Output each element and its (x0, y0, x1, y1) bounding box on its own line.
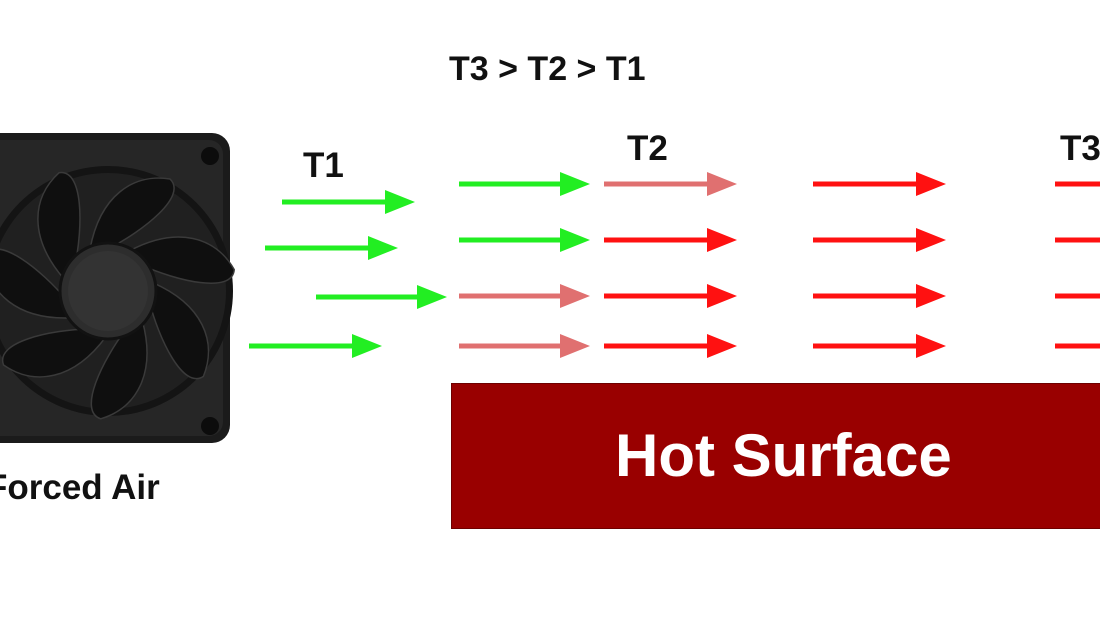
t3-arrows-arrow-icon (1055, 181, 1100, 187)
downstream-arrows-arrow-icon (813, 334, 946, 358)
t2-arrows-arrow-icon (604, 228, 737, 252)
t2-arrows-arrow-icon (604, 334, 737, 358)
mid-arrows-arrow-icon (459, 172, 590, 196)
mid-arrows-arrow-icon (459, 334, 590, 358)
t1-arrows-arrow-icon (265, 236, 398, 260)
t1-arrows-arrow-icon (316, 285, 447, 309)
temperature-relation-label: T3 > T2 > T1 (449, 50, 646, 88)
t2-arrows-arrow-icon (604, 172, 737, 196)
t1-label: T1 (303, 146, 344, 185)
fan-blade (1, 328, 108, 378)
downstream-arrows-arrow-icon (813, 228, 946, 252)
fan-blade (148, 281, 210, 380)
t1-arrows-arrow-icon (249, 334, 382, 358)
fan-icon (0, 133, 235, 443)
mid-arrows-arrow-icon (459, 228, 590, 252)
t3-arrows-arrow-icon (1055, 343, 1100, 349)
mid-arrows-arrow-icon (459, 284, 590, 308)
t2-arrows-arrow-icon (604, 284, 737, 308)
fan-blade (37, 171, 81, 281)
downstream-arrows-arrow-icon (813, 284, 946, 308)
fan-blade (90, 319, 148, 420)
downstream-arrows-arrow-icon (813, 172, 946, 196)
t2-label: T2 (627, 129, 668, 168)
forced-air-label: Forced Air (0, 468, 160, 507)
t1-arrows-arrow-icon (282, 190, 415, 214)
t3-label: T3 (1060, 129, 1100, 168)
t3-arrows-arrow-icon (1055, 237, 1100, 243)
hot-surface-label: Hot Surface (615, 422, 952, 489)
fan-blade (0, 248, 72, 319)
fan-blade (89, 177, 175, 250)
hot-surface: Hot Surface (451, 383, 1100, 529)
fan-blade (128, 236, 235, 284)
t3-arrows-arrow-icon (1055, 293, 1100, 299)
